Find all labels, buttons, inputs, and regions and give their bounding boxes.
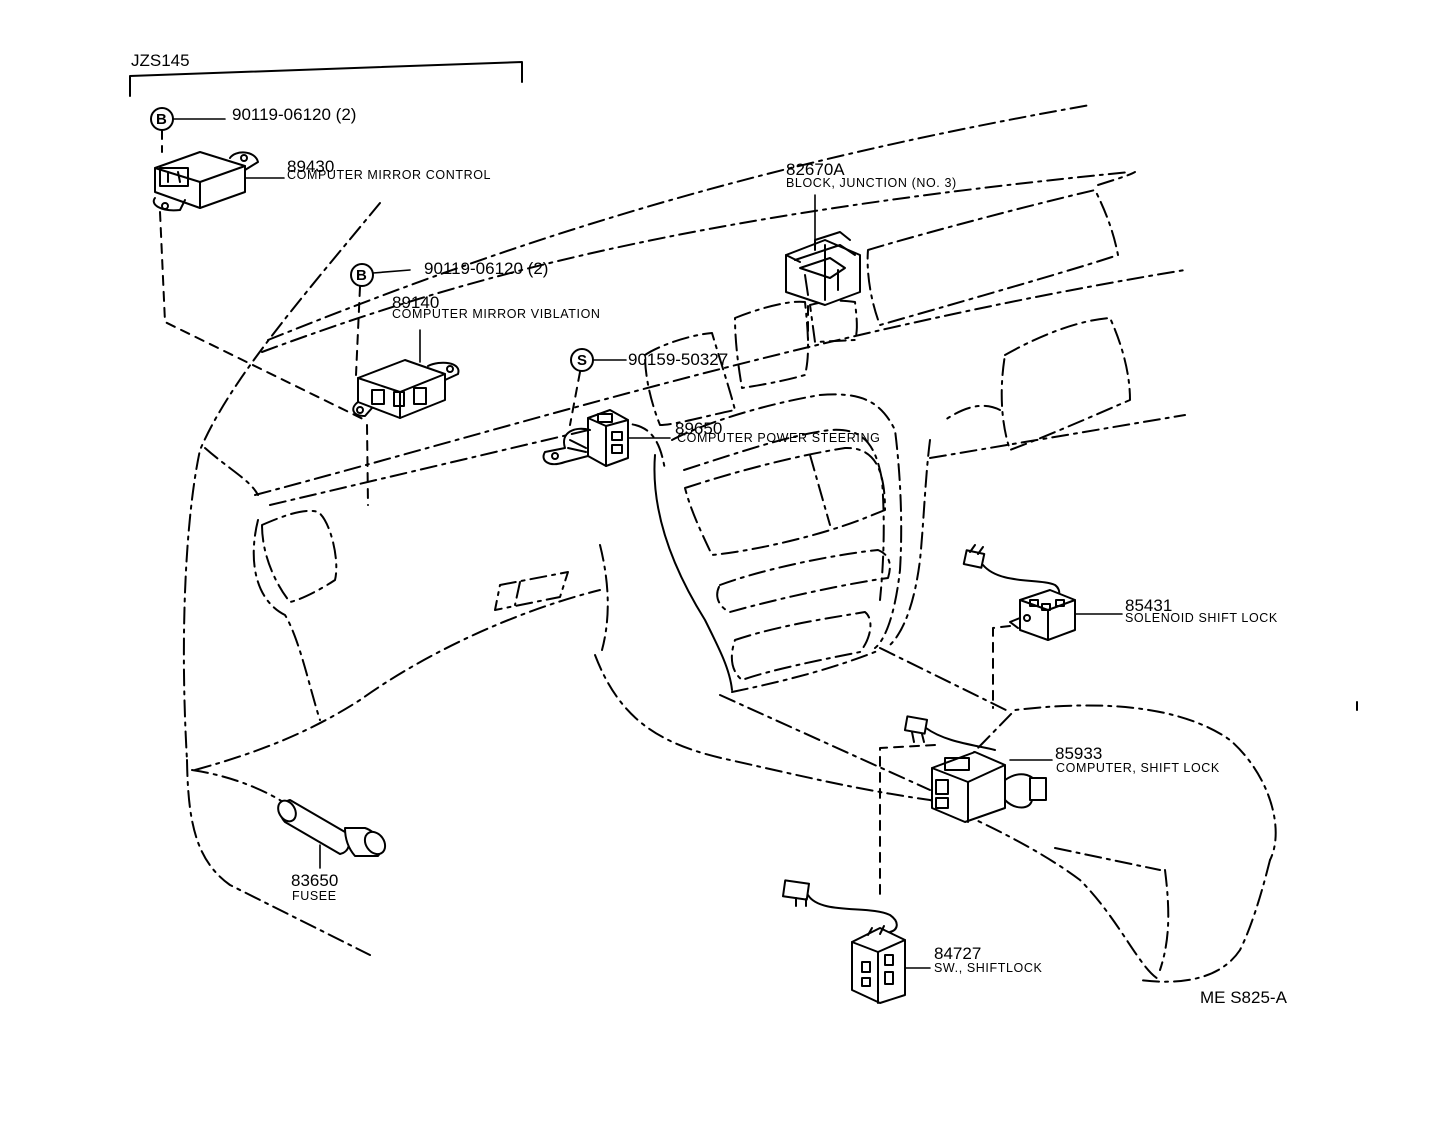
instrument-panel-outline	[182, 104, 1277, 983]
part-number-89140: 89140	[392, 293, 440, 312]
bolt-symbol-label: B	[356, 267, 367, 284]
bolt-symbol-b-2	[350, 263, 374, 287]
computer-power-steering-icon	[542, 409, 671, 467]
part-name-85933: COMPUTER, SHIFT LOCK	[1056, 761, 1220, 775]
fastener-number-2: 90119-06120 (2)	[424, 259, 549, 278]
fastener-number-3: 90159-50327	[628, 350, 729, 369]
shiftlock-switch-icon	[782, 879, 931, 1004]
fastener-number-1: 90119-06120 (2)	[232, 105, 357, 124]
computer-shift-lock-icon	[903, 715, 1053, 823]
figure-code: ME S825-A	[1200, 988, 1287, 1007]
part-number-85933: 85933	[1055, 744, 1103, 763]
model-bracket	[129, 61, 523, 97]
part-name-89140: COMPUTER MIRROR VIBLATION	[392, 307, 601, 321]
part-number-89650: 89650	[675, 419, 723, 438]
model-code: JZS145	[131, 51, 190, 70]
part-number-84727: 84727	[934, 944, 982, 963]
part-name-82670A: BLOCK, JUNCTION (NO. 3)	[786, 176, 957, 190]
junction-block-icon	[785, 194, 861, 306]
part-name-84727: SW., SHIFTLOCK	[934, 961, 1043, 975]
part-number-82670A: 82670A	[786, 160, 845, 179]
part-number-85431: 85431	[1125, 596, 1173, 615]
part-number-83650: 83650	[291, 871, 339, 890]
part-name-85431: SOLENOID SHIFT LOCK	[1125, 611, 1278, 625]
part-name-89430: COMPUTER MIRROR CONTROL	[287, 168, 492, 182]
computer-mirror-control-icon	[152, 151, 285, 212]
computer-mirror-viblation-icon	[352, 329, 460, 419]
bolt-symbol-label: B	[156, 111, 167, 128]
screw-symbol-label: S	[577, 352, 588, 369]
fusee-icon	[277, 799, 387, 869]
part-number-89430: 89430	[287, 157, 335, 176]
part-name-83650: FUSEE	[292, 889, 337, 903]
part-name-89650: COMPUTER POWER STEERING	[677, 431, 881, 445]
solenoid-shift-lock-icon	[962, 544, 1123, 641]
